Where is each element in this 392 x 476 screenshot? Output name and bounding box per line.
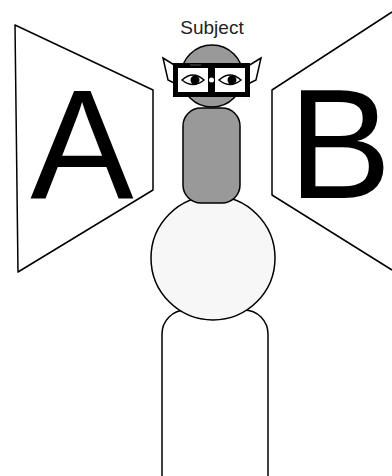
- goggle-frame: [173, 63, 250, 97]
- panel-shape: [15, 25, 153, 272]
- subject-lower-body: [162, 310, 268, 476]
- panel-letter: A: [30, 67, 133, 222]
- goggle-lens-right: [215, 68, 245, 92]
- panel-shape: [272, 12, 392, 270]
- eye-left: [182, 75, 204, 85]
- goggle-bridge-dot: [209, 78, 214, 83]
- panel-a: A: [14, 23, 155, 274]
- pupil-right: [228, 76, 237, 85]
- goggle-detail: [190, 65, 201, 66]
- goggle-lens-left: [178, 68, 208, 92]
- subject-torso: [183, 108, 240, 203]
- subject-label: Subject: [180, 17, 243, 40]
- panel-b: B: [271, 10, 392, 273]
- pupil-left: [191, 76, 200, 85]
- eye-right: [219, 75, 241, 85]
- panel-letter: B: [288, 67, 391, 222]
- subject-shoulders: [151, 196, 275, 320]
